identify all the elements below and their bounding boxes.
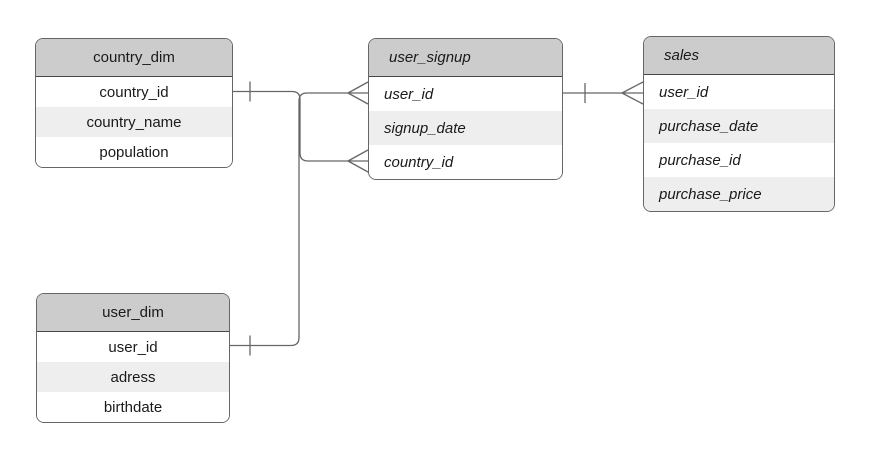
row-country-name: country_name [36,107,232,137]
table-country-dim-title: country_dim [36,39,232,77]
relationship-country-dim-to-user-signup [233,81,369,173]
connector-line [230,92,348,347]
crow-foot-many [347,81,369,105]
row-country-id: country_id [369,145,562,179]
relationship-user-dim-to-user-signup [230,81,369,356]
table-sales-title: sales [644,37,834,75]
table-sales: sales user_id purchase_date purchase_id … [643,36,835,212]
row-user-id: user_id [369,77,562,111]
row-birthdate: birthdate [37,392,229,422]
crow-foot-many [347,149,369,173]
row-purchase-price: purchase_price [644,177,834,211]
table-country-dim: country_dim country_id country_name popu… [35,38,233,168]
row-country-id: country_id [36,77,232,107]
row-user-id: user_id [644,75,834,109]
row-adress: adress [37,362,229,392]
table-user-signup-title: user_signup [369,39,562,77]
table-user-signup: user_signup user_id signup_date country_… [368,38,563,180]
crow-foot-many [621,81,644,105]
row-purchase-id: purchase_id [644,143,834,177]
row-user-id: user_id [37,332,229,362]
table-user-dim-title: user_dim [37,294,229,332]
row-purchase-date: purchase_date [644,109,834,143]
relationship-user-signup-to-sales [563,81,644,105]
connector-line [233,90,348,162]
row-signup-date: signup_date [369,111,562,145]
row-population: population [36,137,232,167]
table-user-dim: user_dim user_id adress birthdate [36,293,230,423]
